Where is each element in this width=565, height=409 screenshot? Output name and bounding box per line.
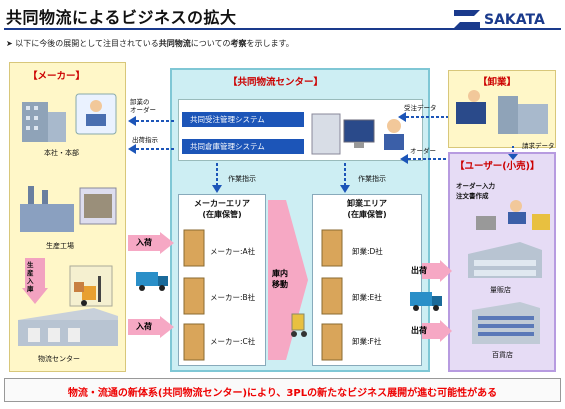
factory-label: 生産工場 [46,242,74,250]
hq-label: 本社・本部 [44,149,79,157]
ship-instruction-label: 出荷指示 [132,136,158,144]
order-arrow [400,154,448,164]
instruction-right: 作業指示 [358,175,386,183]
maker-header: 【メーカー】 [28,71,86,82]
mass-retailer-label: 量販店 [490,286,511,294]
headquarters-icon [22,93,117,142]
wholesale-header: 【卸業】 [478,77,517,88]
subtitle: ➤ 以下に今後の展開として注目されている共同物流についての考察を示します。 [6,38,294,49]
subtitle-bold2: 考察 [230,39,247,48]
wholesale-area-item: 卸業:F社 [352,337,382,346]
footer-box: 物流・流通の新体系(共同物流センター)により、3PLの新たなビジネス展開が進む可… [4,378,561,402]
department-store-label: 百貨店 [492,351,513,359]
inbound-label-2: 入荷 [136,322,152,331]
maker-shelves-icon [183,229,205,361]
dc-label: 物流センター [38,355,80,363]
instruction-left: 作業指示 [228,175,256,183]
inbound-label-1: 入荷 [136,238,152,247]
maker-area-item: メーカー:B社 [210,293,256,302]
subtitle-mid: についての [190,39,231,48]
order-entry-label: オーダー入力 [456,182,495,190]
wholesale-area-item: 卸業:D社 [352,247,383,256]
inbound-arrow-1 [128,232,174,254]
subtitle-arrow-icon: ➤ [6,39,13,48]
distribution-center-icon [18,308,118,346]
ship-instruction-arrow [128,144,174,154]
page-title: 共同物流によるビジネスの拡大 [6,8,237,27]
warehouse-system: 共同倉庫管理システム [182,139,304,154]
maker-area-item: メーカー:C社 [210,337,256,346]
wholesale-area-item: 卸業:E社 [352,293,382,302]
title-underline [4,28,561,30]
order-data-label: 受注データ [404,104,437,112]
user-header: 【ユーザー(小売)】 [455,161,540,172]
subtitle-bold1: 共同物流 [158,39,191,48]
instruction-left-arrow [212,163,222,193]
production-label: 生産入庫 [27,261,34,293]
maker-area-item: メーカー:A社 [210,247,256,256]
handcart-icon [291,313,307,337]
order-document-label: 注文書作成 [456,192,489,200]
outbound-arrow-2 [422,320,452,342]
production-arrow-icon [22,258,48,304]
factory-icon [20,186,117,232]
maker-area-title: メーカーエリア [194,199,250,208]
order-label: オーダー [410,147,436,155]
outbound-label-2: 出荷 [411,326,427,335]
store-operator-icon [476,200,550,230]
logo-text: SAKATA [484,12,545,28]
footer-text: 物流・流通の新体系(共同物流センター)により、3PLの新たなビジネス展開が進む可… [67,388,498,399]
inbound-arrow-2 [128,316,174,338]
center-header: 【共同物流センター】 [228,77,324,88]
computer-operator-icon [311,113,404,155]
forklift-icon [69,265,113,307]
subtitle-post: を示します。 [246,39,294,48]
order-system: 共同受注管理システム [182,112,304,127]
order-data-arrow [398,112,448,122]
truck-icon-right [410,292,442,311]
truck-icon-left [136,272,168,291]
sakata-logo: SAKATA [452,8,560,32]
maker-area-subtitle: (在庫保管) [202,210,242,219]
wholesale-office-icon [456,90,548,134]
sakata-logo-icon [454,10,480,28]
billing-data-label: 請求データ [522,142,555,150]
subtitle-pre: 以下に今後の展開として注目されている [15,39,159,48]
wholesale-area-subtitle: (在庫保管) [347,210,387,219]
outbound-arrow-1 [422,260,452,282]
mass-retailer-icon [468,242,542,278]
wholesale-order-label: 卸業の オーダー [130,98,156,114]
order-left-arrow [128,116,174,126]
wholesale-area-title: 卸業エリア [347,199,387,208]
department-store-icon [472,302,540,344]
instruction-right-arrow [340,163,350,193]
outbound-label-1: 出荷 [411,266,427,275]
internal-move-label: 庫内移動 [272,269,288,289]
internal-move-arrow [268,200,308,360]
billing-arrow [508,146,518,160]
wholesale-shelves-icon [321,229,343,361]
